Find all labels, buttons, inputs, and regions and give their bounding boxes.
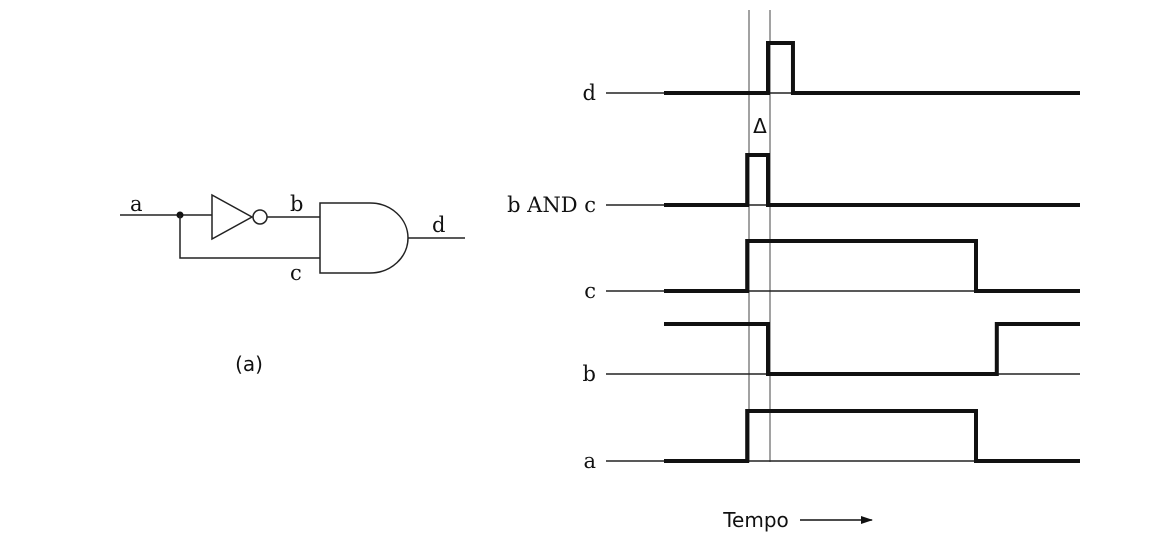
signal-trace-a (664, 409, 1080, 463)
signal-label-d: d (583, 81, 596, 105)
label-a: a (130, 192, 143, 216)
signal-label-b: b (583, 362, 596, 386)
and-gate (319, 202, 409, 274)
wire-c (179, 215, 320, 259)
signal-label-c: c (584, 279, 596, 303)
label-c: c (290, 261, 302, 285)
signal-trace-d (664, 41, 1080, 95)
figure-caption: (a) (235, 352, 263, 376)
inverter-bubble (252, 209, 268, 225)
signal-trace-c (664, 239, 1080, 293)
time-axis-label: Tempo (722, 508, 789, 532)
label-d: d (432, 213, 445, 237)
delay-label: Δ (753, 114, 767, 138)
signal-trace-b-and-c (664, 153, 1080, 207)
signal-label-b-and-c: b AND c (507, 193, 596, 217)
circuit-diagram: a b c d (a) (120, 192, 465, 376)
signal-traces: d b AND c c b a (507, 41, 1080, 473)
signal-trace-b (664, 322, 1080, 376)
timing-diagram: Δ d b AND c c b a Tempo (507, 10, 1080, 532)
signal-label-a: a (583, 449, 596, 473)
inverter-gate (211, 193, 254, 241)
label-b: b (290, 192, 303, 216)
